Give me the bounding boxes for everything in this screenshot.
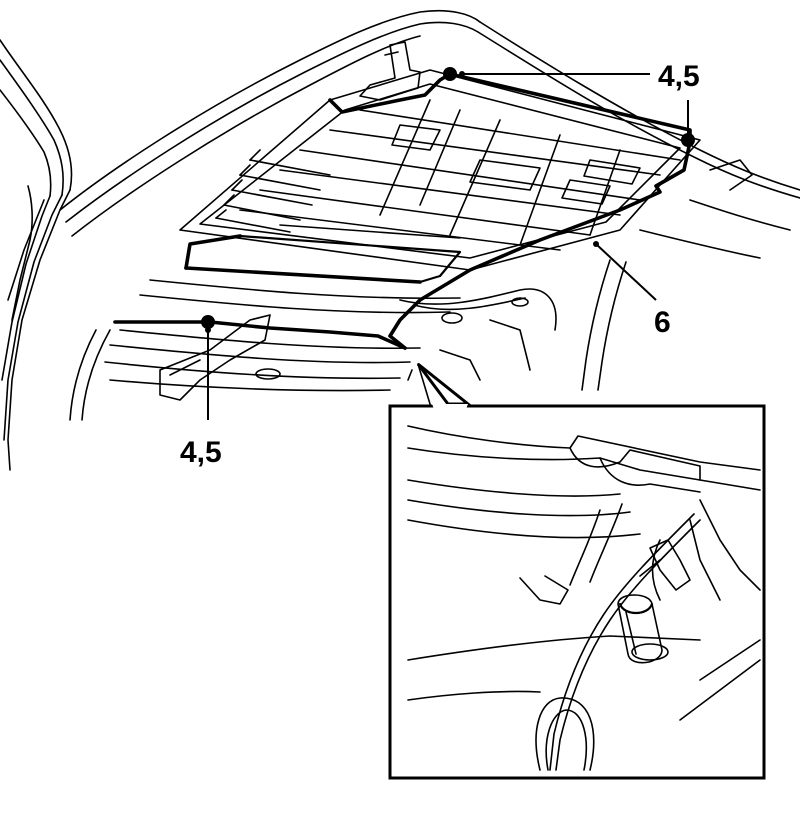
callout-label-six: 6 xyxy=(654,306,671,339)
drain-hoses xyxy=(113,72,692,350)
callout-label-top-right: 4,5 xyxy=(658,60,700,93)
detail-drawing xyxy=(407,425,761,771)
door-frame-left xyxy=(0,39,73,471)
callout-label-bottom-left: 4,5 xyxy=(180,436,222,469)
drain-nozzle-rear-right xyxy=(681,133,695,147)
detail-inset xyxy=(388,362,766,780)
drain-nozzle-front-left xyxy=(201,315,215,329)
drain-nozzle-rear-left xyxy=(443,67,457,81)
sunroof-frame xyxy=(104,41,701,401)
detail-frame xyxy=(388,404,766,780)
